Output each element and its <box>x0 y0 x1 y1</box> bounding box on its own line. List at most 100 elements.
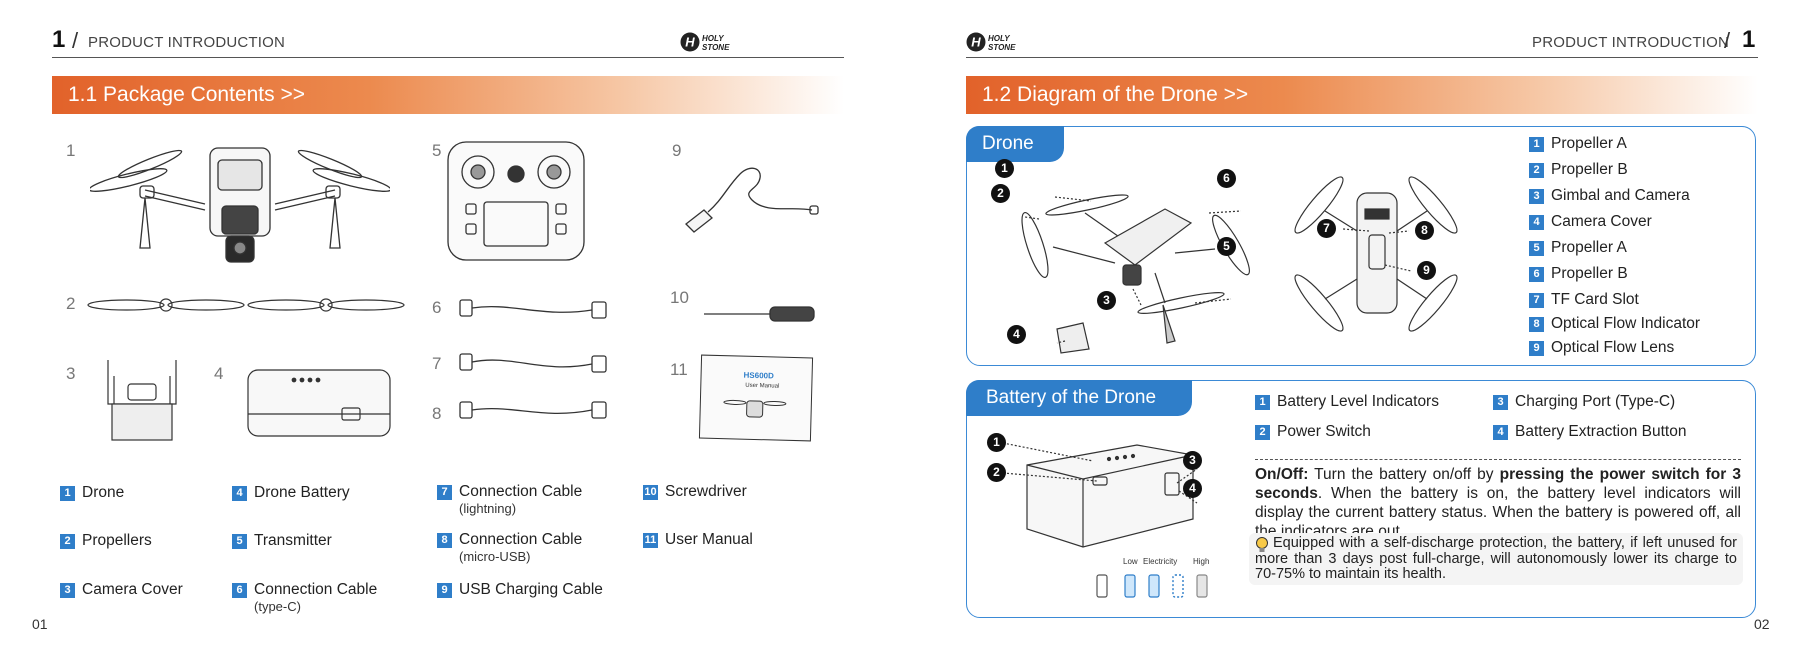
legend-label: Connection Cable <box>254 581 378 598</box>
drone-panel: Drone <box>966 126 1756 366</box>
propellers-illustration <box>87 298 405 312</box>
callout-marker: 4 <box>1007 325 1026 344</box>
callout-marker: 9 <box>1417 261 1436 280</box>
legend-label: Battery Level Indicators <box>1277 393 1439 410</box>
legend-number: 8 <box>437 533 452 548</box>
legend-number: 4 <box>232 486 247 501</box>
legend-number: 9 <box>1529 341 1544 356</box>
figure-number: 9 <box>672 141 682 160</box>
battery-panel: Battery of the Drone 1 2 3 4 Low Electri… <box>966 380 1756 618</box>
figure-number: 10 <box>670 288 689 307</box>
level-blinking-icon <box>1172 574 1184 598</box>
figure-number: 3 <box>66 364 76 383</box>
header-title: PRODUCT INTRODUCTION <box>1532 34 1730 51</box>
legend-label: Drone Battery <box>254 484 350 501</box>
legend-number: 5 <box>232 534 247 549</box>
legend-label: TF Card Slot <box>1551 291 1639 308</box>
legend-number: 7 <box>437 485 452 500</box>
legend-number: 1 <box>1255 395 1270 410</box>
note-text: Equipped with a self-discharge protectio… <box>1255 535 1737 582</box>
legend-number: 4 <box>1529 215 1544 230</box>
legend-label: Battery Extraction Button <box>1515 423 1687 440</box>
legend-label: Gimbal and Camera <box>1551 187 1690 204</box>
chapter-number: 1 <box>1742 26 1756 53</box>
legend-label: Propeller A <box>1551 239 1627 256</box>
figure-number: 1 <box>66 141 76 160</box>
manual-caption: User Manual <box>745 382 780 390</box>
lightbulb-icon <box>1256 537 1268 552</box>
legend-number: 6 <box>232 583 247 598</box>
legend-label: Drone <box>82 484 125 501</box>
legend-label: Connection Cable <box>459 483 583 500</box>
level-label-low: Low <box>1123 557 1138 566</box>
section-band-diagram: 1.2 Diagram of the Drone >> <box>966 76 1758 114</box>
level-label-high: High <box>1193 557 1210 566</box>
level-full-icon <box>1196 574 1208 598</box>
legend-sublabel: (micro-USB) <box>459 549 531 564</box>
callout-marker: 8 <box>1415 221 1434 240</box>
onoff-text-2: . When the battery is on, the battery le… <box>1255 485 1741 540</box>
page-number: 01 <box>32 616 48 632</box>
header-slash: / <box>1724 28 1731 53</box>
legend-number: 1 <box>60 486 75 501</box>
figure-number: 5 <box>432 141 442 160</box>
page-number: 02 <box>1754 616 1770 632</box>
self-discharge-note: Equipped with a self-discharge protectio… <box>1249 533 1743 585</box>
transmitter-illustration <box>447 141 585 261</box>
legend-number: 10 <box>643 485 658 500</box>
callout-marker: 4 <box>1183 479 1202 498</box>
legend-label: Transmitter <box>254 532 332 549</box>
battery-level-icons <box>1096 574 1208 598</box>
logo-text-stone: STONE <box>702 43 730 52</box>
logo-text-stone: STONE <box>988 43 1016 52</box>
legend-label: Propeller A <box>1551 135 1627 152</box>
legend-label: Propeller B <box>1551 265 1628 282</box>
legend-number: 7 <box>1529 293 1544 308</box>
logo-text-holy: HOLY <box>702 34 724 43</box>
legend-label: Optical Flow Indicator <box>1551 315 1701 332</box>
callout-marker: 1 <box>995 159 1014 178</box>
drone-illustration <box>90 147 390 263</box>
legend-number: 2 <box>1529 163 1544 178</box>
callout-marker: 3 <box>1183 451 1202 470</box>
legend-number: 8 <box>1529 317 1544 332</box>
callout-marker: 2 <box>987 463 1006 482</box>
callout-marker: 1 <box>987 433 1006 452</box>
legend-number: 2 <box>60 534 75 549</box>
legend-label: Optical Flow Lens <box>1551 339 1675 356</box>
legend-number: 9 <box>437 583 452 598</box>
screwdriver-illustration <box>704 306 815 322</box>
legend-label: Connection Cable <box>459 531 583 548</box>
legend-number: 6 <box>1529 267 1544 282</box>
drone-panel-tab: Drone <box>966 126 1064 162</box>
legend-label: Propeller B <box>1551 161 1628 178</box>
battery-diagram <box>1002 442 1198 548</box>
holystone-logo: H HOLY STONE <box>966 32 1016 52</box>
battery-panel-tab: Battery of the Drone <box>966 380 1192 416</box>
level-label-mid: Electricity <box>1143 557 1178 566</box>
legend-number: 4 <box>1493 425 1508 440</box>
page-header: H HOLY STONE PRODUCT INTRODUCTION / 1 <box>966 26 1758 58</box>
drone-diagram <box>1021 176 1458 354</box>
onoff-paragraph: On/Off: Turn the battery on/off by press… <box>1255 465 1741 541</box>
divider <box>1255 459 1741 460</box>
callout-marker: 7 <box>1317 219 1336 238</box>
right-page: H HOLY STONE PRODUCT INTRODUCTION / 1 1.… <box>902 0 1803 662</box>
battery-illustration <box>247 369 391 437</box>
manual-drone-thumb-icon <box>723 399 787 418</box>
legend-label: Camera Cover <box>82 581 183 598</box>
callout-marker: 6 <box>1217 169 1236 188</box>
level-empty-icon <box>1096 574 1108 598</box>
legend-number: 3 <box>1493 395 1508 410</box>
legend-label: Power Switch <box>1277 423 1371 440</box>
callout-marker: 3 <box>1097 291 1116 310</box>
chapter-number: 1 <box>52 26 66 53</box>
manual-model: HS600D <box>743 370 774 381</box>
holystone-logo: H HOLY STONE <box>680 32 730 52</box>
figure-number: 8 <box>432 404 442 423</box>
usb-charging-cable-illustration <box>685 167 819 233</box>
legend-label: USB Charging Cable <box>459 581 603 598</box>
user-manual-illustration: HS600D User Manual <box>698 354 814 442</box>
legend-number: 1 <box>1529 137 1544 152</box>
legend-number: 2 <box>1255 425 1270 440</box>
